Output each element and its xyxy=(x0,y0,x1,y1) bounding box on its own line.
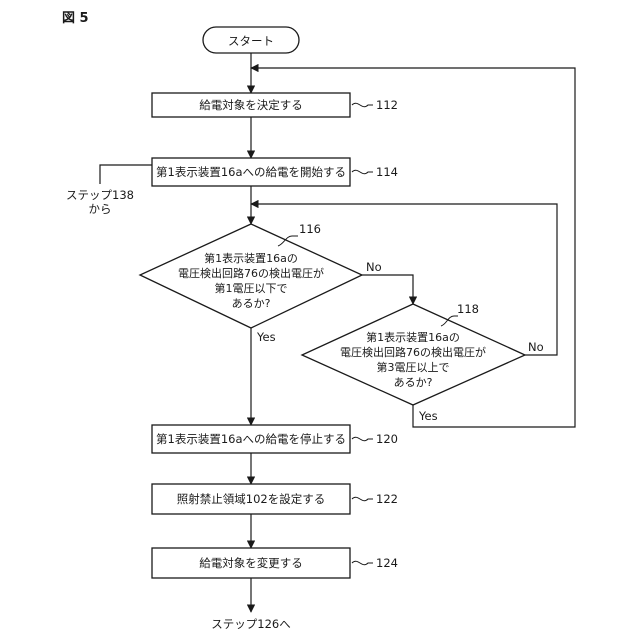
decision-118-no-label: No xyxy=(528,340,544,354)
ref-122: 122 xyxy=(376,492,398,506)
step-122: 照射禁止領域102を設定する xyxy=(152,484,350,514)
ref-118: 118 xyxy=(457,302,479,316)
decision-118: 第1表示装置16aの 電圧検出回路76の検出電圧が 第3電圧以上で あるか? xyxy=(302,304,525,405)
figure-label: 図 5 xyxy=(62,11,89,26)
step-112: 給電対象を決定する xyxy=(152,93,350,117)
decision-116-line-1: 第1表示装置16aの xyxy=(204,251,298,265)
step-114-label: 第1表示装置16aへの給電を開始する xyxy=(156,165,346,179)
decision-118-line-1: 第1表示装置16aの xyxy=(366,330,460,344)
decision-118-line-2: 電圧検出回路76の検出電圧が xyxy=(340,345,486,359)
start-label: スタート xyxy=(228,34,274,48)
exit-label: ステップ126へ xyxy=(211,617,290,631)
ref-112-leader xyxy=(352,103,373,106)
ref-114-leader xyxy=(352,170,373,173)
step-124: 給電対象を変更する xyxy=(152,548,350,578)
decision-116-yes-label: Yes xyxy=(256,330,276,344)
decision-116-line-3: 第1電圧以下で xyxy=(215,281,288,295)
step-124-label: 給電対象を変更する xyxy=(199,556,303,570)
ref-114: 114 xyxy=(376,165,398,179)
decision-116-line-4: あるか? xyxy=(232,297,271,310)
step-122-label: 照射禁止領域102を設定する xyxy=(177,492,325,506)
ref-124-leader xyxy=(352,561,373,564)
decision-116: 第1表示装置16aの 電圧検出回路76の検出電圧が 第1電圧以下で あるか? xyxy=(140,224,362,328)
step-112-label: 給電対象を決定する xyxy=(199,98,303,112)
step-120: 第1表示装置16aへの給電を停止する xyxy=(152,425,350,453)
ref-120: 120 xyxy=(376,432,398,446)
ref-120-leader xyxy=(352,437,373,440)
ref-112: 112 xyxy=(376,98,398,112)
decision-118-yes-label: Yes xyxy=(418,409,438,423)
step-120-label: 第1表示装置16aへの給電を停止する xyxy=(156,432,346,446)
step-114: 第1表示装置16aへの給電を開始する xyxy=(152,158,350,186)
ref-122-leader xyxy=(352,497,373,500)
connector-116-no xyxy=(362,275,413,304)
ref-116: 116 xyxy=(299,222,321,236)
ref-124: 124 xyxy=(376,556,398,570)
decision-118-line-4: あるか? xyxy=(394,376,433,389)
start-terminal: スタート xyxy=(203,27,299,53)
decision-116-line-2: 電圧検出回路76の検出電圧が xyxy=(178,266,324,280)
entry-label-line-2: から xyxy=(89,202,112,216)
decision-118-line-3: 第3電圧以上で xyxy=(377,360,450,374)
entry-label-line-1: ステップ138 xyxy=(66,188,134,202)
decision-116-no-label: No xyxy=(366,260,382,274)
